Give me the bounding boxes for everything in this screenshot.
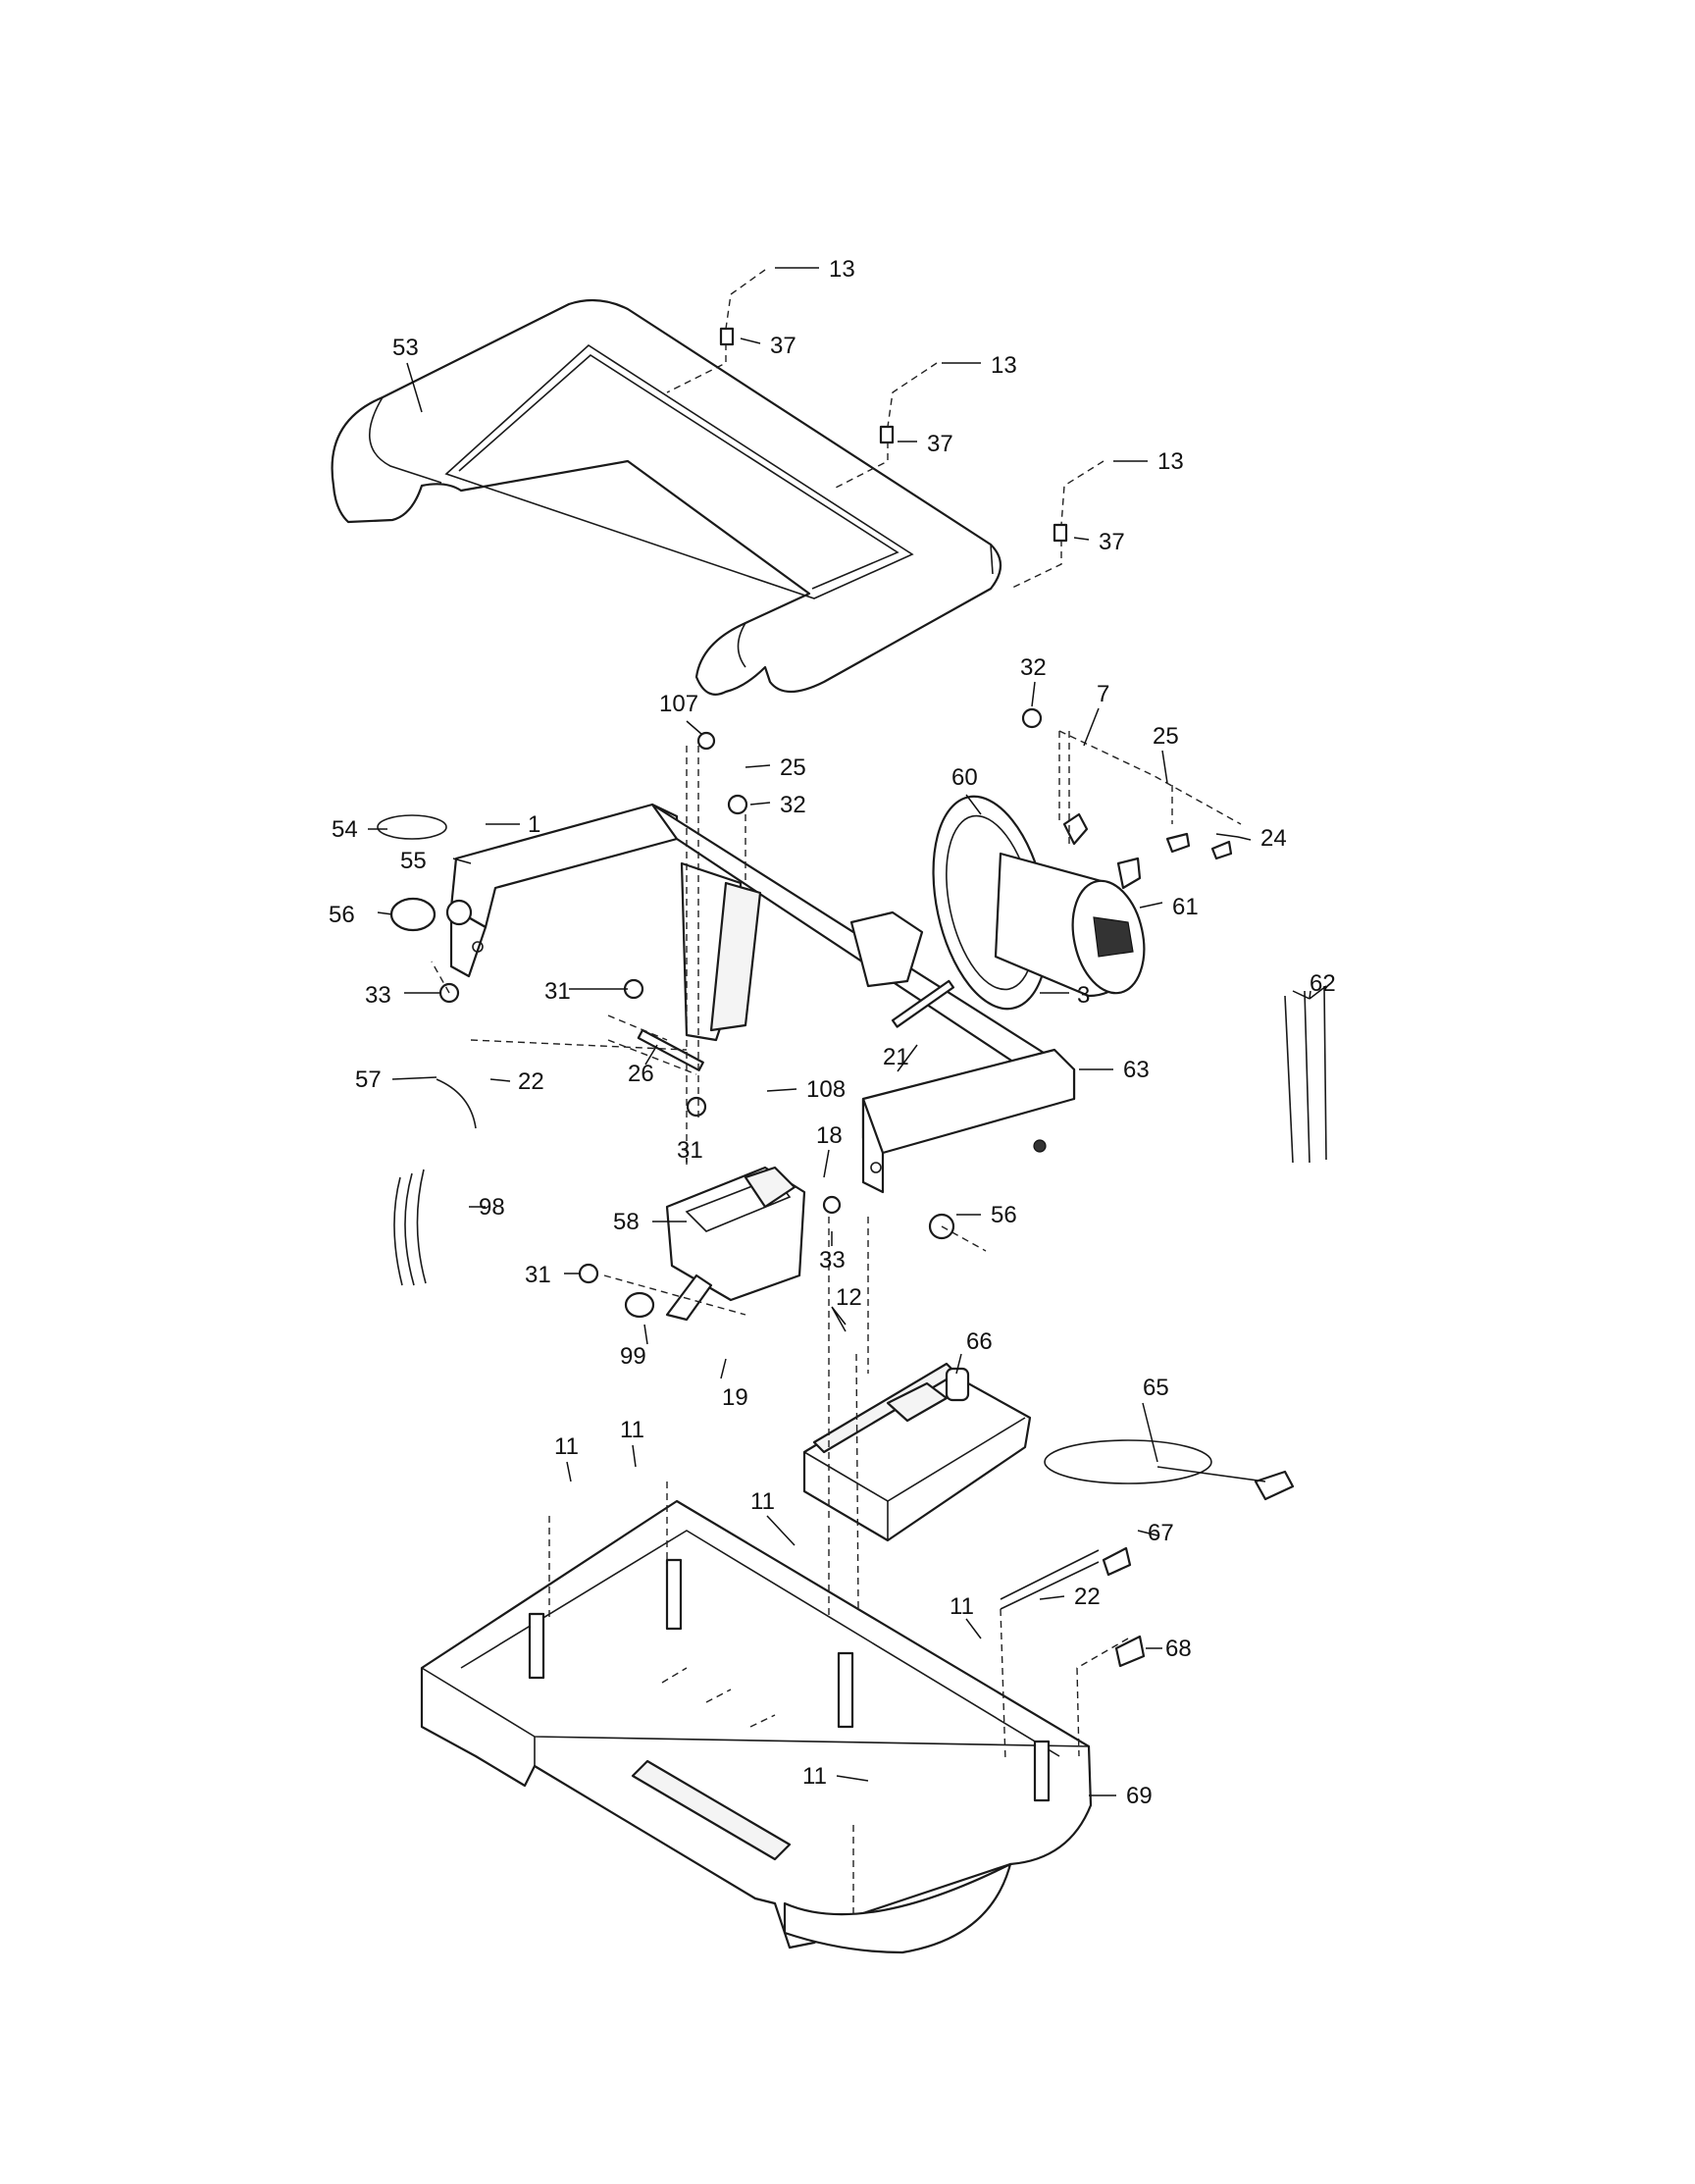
callout-56-right: 56 <box>991 1202 1017 1228</box>
callout-22-right: 22 <box>1074 1584 1101 1610</box>
motor-hood <box>331 298 1002 696</box>
callout-37-top: 37 <box>770 333 796 359</box>
callout-68: 68 <box>1165 1636 1192 1662</box>
callout-11-e: 11 <box>802 1763 827 1790</box>
callout-18: 18 <box>816 1122 843 1149</box>
callout-labels: 13 37 13 37 13 37 53 107 25 32 32 7 25 6… <box>329 256 1336 1809</box>
small-parts <box>377 327 1327 1668</box>
callout-37-right: 37 <box>1099 529 1125 555</box>
base-housing <box>420 1499 1093 1954</box>
callout-99: 99 <box>620 1343 646 1370</box>
callout-31-mid: 31 <box>677 1137 703 1164</box>
callout-31-bottom: 31 <box>525 1262 551 1288</box>
callout-32-left: 32 <box>780 792 806 818</box>
callout-7: 7 <box>1097 681 1109 707</box>
drive-motor <box>932 795 1146 1011</box>
callout-1: 1 <box>528 811 540 838</box>
callout-11-c: 11 <box>750 1488 775 1515</box>
callout-67: 67 <box>1148 1520 1174 1546</box>
callout-31-top: 31 <box>544 978 571 1005</box>
motor-frame <box>449 803 1076 1194</box>
callout-25-left: 25 <box>780 754 806 781</box>
callout-98: 98 <box>479 1194 505 1221</box>
callout-54: 54 <box>332 816 358 843</box>
callout-32-right: 32 <box>1020 654 1047 681</box>
callout-53: 53 <box>392 335 419 361</box>
callout-11-d: 11 <box>950 1593 974 1620</box>
callout-66: 66 <box>966 1328 993 1355</box>
callout-62: 62 <box>1310 970 1336 997</box>
callout-25-right: 25 <box>1153 723 1179 750</box>
callout-3: 3 <box>1077 982 1090 1009</box>
callout-60: 60 <box>951 764 978 791</box>
callout-65: 65 <box>1143 1375 1169 1401</box>
callout-13-mid: 13 <box>991 352 1017 379</box>
leader-lines <box>368 267 1327 1796</box>
callout-56-left: 56 <box>329 902 355 928</box>
callout-22-left: 22 <box>518 1068 544 1095</box>
callout-63: 63 <box>1123 1057 1150 1083</box>
callout-61: 61 <box>1172 894 1199 920</box>
callout-13-top: 13 <box>829 256 855 283</box>
callout-108: 108 <box>806 1076 846 1103</box>
controller-board <box>802 1362 1032 1542</box>
callout-69: 69 <box>1126 1783 1153 1809</box>
callout-37-mid: 37 <box>927 431 953 457</box>
callout-11-a: 11 <box>554 1433 579 1460</box>
callout-58: 58 <box>613 1209 640 1235</box>
callout-21: 21 <box>883 1044 909 1070</box>
incline-motor <box>665 1166 806 1322</box>
callout-11-b: 11 <box>620 1417 644 1443</box>
callout-33-left: 33 <box>365 982 391 1009</box>
callout-24: 24 <box>1260 825 1287 852</box>
callout-12: 12 <box>836 1284 862 1311</box>
callout-107: 107 <box>659 691 698 717</box>
callout-13-right: 13 <box>1157 448 1184 475</box>
callout-26: 26 <box>628 1061 654 1087</box>
callout-57: 57 <box>355 1066 382 1093</box>
callout-33-right: 33 <box>819 1247 846 1274</box>
callout-55: 55 <box>400 848 427 874</box>
callout-19: 19 <box>722 1384 748 1411</box>
assembly-lines <box>431 269 1242 1913</box>
